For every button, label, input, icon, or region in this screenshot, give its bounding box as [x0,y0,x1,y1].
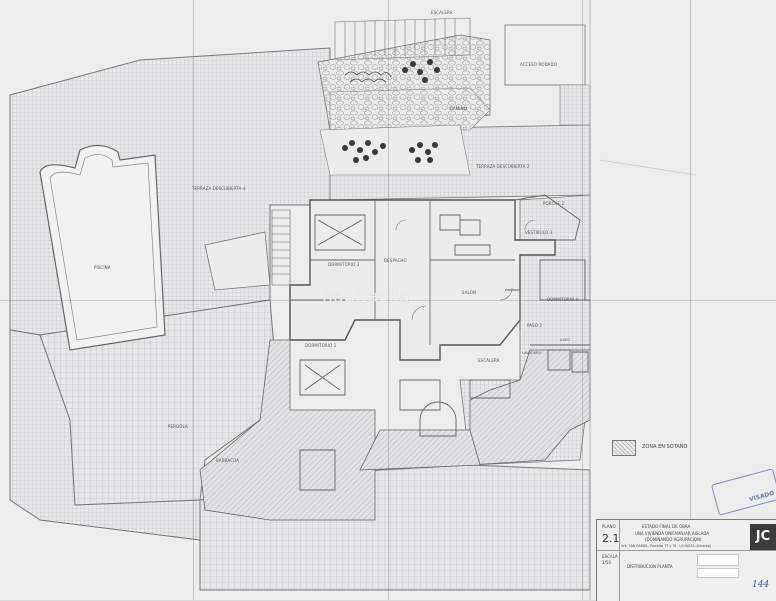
legend-swatch-hatch [612,440,636,456]
label-porche-2: PORCHE 2 [543,201,565,206]
title-line-1: ESTADO FINAL DE OBRA [642,524,691,529]
label-dormitorio-1: DORMITORIO 1 [305,343,337,348]
architect-logo: JC [750,524,776,550]
label-dormitorio-4: DORMITORIO 4 [547,297,579,302]
plano-label: PLANO [602,524,616,529]
handwritten-mark: 144 [752,580,770,590]
label-paso-2: PASO 2 [527,323,542,328]
fold-line [582,0,583,600]
title-line-2: UNA VIVIENDA UNIFAMILIAR AISLADA [635,531,710,536]
title-divider [619,520,620,601]
redacted-field [697,554,739,566]
fold-line [193,0,194,600]
escala-label: ESCALA [602,554,618,559]
stamp-text: VISADO [748,489,776,504]
label-despacho: DESPACHO [384,258,407,263]
label-pergola: PERGOLA [168,424,188,429]
fold-line [690,0,691,600]
fold-line [0,300,776,301]
label-escalera: ESCALERA [431,10,453,15]
escala-value: 1/50 [602,560,611,565]
label-piscina: PISCINA [94,265,111,270]
redacted-field [697,568,739,578]
title-block: PLANO 2.1 ESCALA 1/50 ESTADO FINAL DE OB… [596,519,776,601]
plano-number: 2.1 [602,532,620,545]
label-aseo: ASEO [560,338,570,342]
watermark: habitaclia [322,287,410,307]
title-divider [597,550,776,551]
title-line-3: (DOMINANDO AGRUPACION) [645,537,702,542]
label-acceso-rodado: ACCESO RODADO [520,62,557,67]
fold-line [388,0,389,600]
tipo-plano: DISTRIBUCION PLANTA [627,564,673,569]
label-dormitorio-3: DORMITORIO 3 [328,262,360,267]
label-salon: SALON [462,290,477,295]
label-camino: CAMINO [450,106,467,111]
label-terraza-2: TERRAZA DESCUBIERTA 2 [476,164,530,169]
label-barbacoa: BARBACOA [216,458,240,463]
legend-zona-sotano: ZONA EN SOTANO [642,444,688,450]
label-escalera-2: ESCALERA [478,358,500,363]
label-vestibulo-3: VESTIBULO 3 [525,230,553,235]
title-line-4: Urb. SAN RAFAEL, Parcelas 77 y 78 · LA N… [621,544,711,548]
label-lavadero: LAVADERO [522,351,542,355]
label-terraza-4: TERRAZA DESCUBIERTA 4 [192,186,246,191]
